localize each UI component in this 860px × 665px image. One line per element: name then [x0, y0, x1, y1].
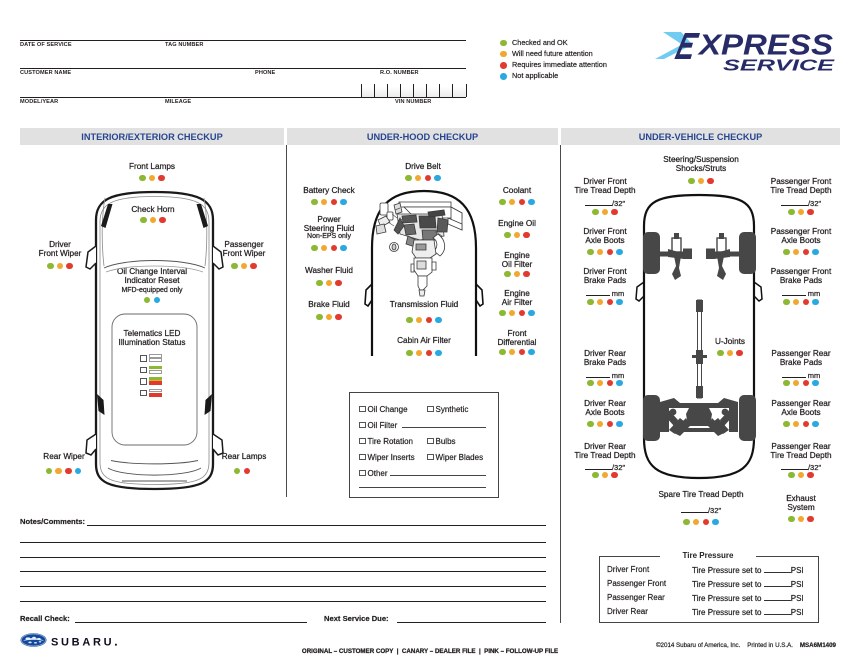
svg-text:SUBARU: SUBARU	[51, 636, 114, 648]
svg-text:XPRESS: XPRESS	[697, 29, 833, 61]
svg-text:SERVICE: SERVICE	[723, 57, 835, 74]
